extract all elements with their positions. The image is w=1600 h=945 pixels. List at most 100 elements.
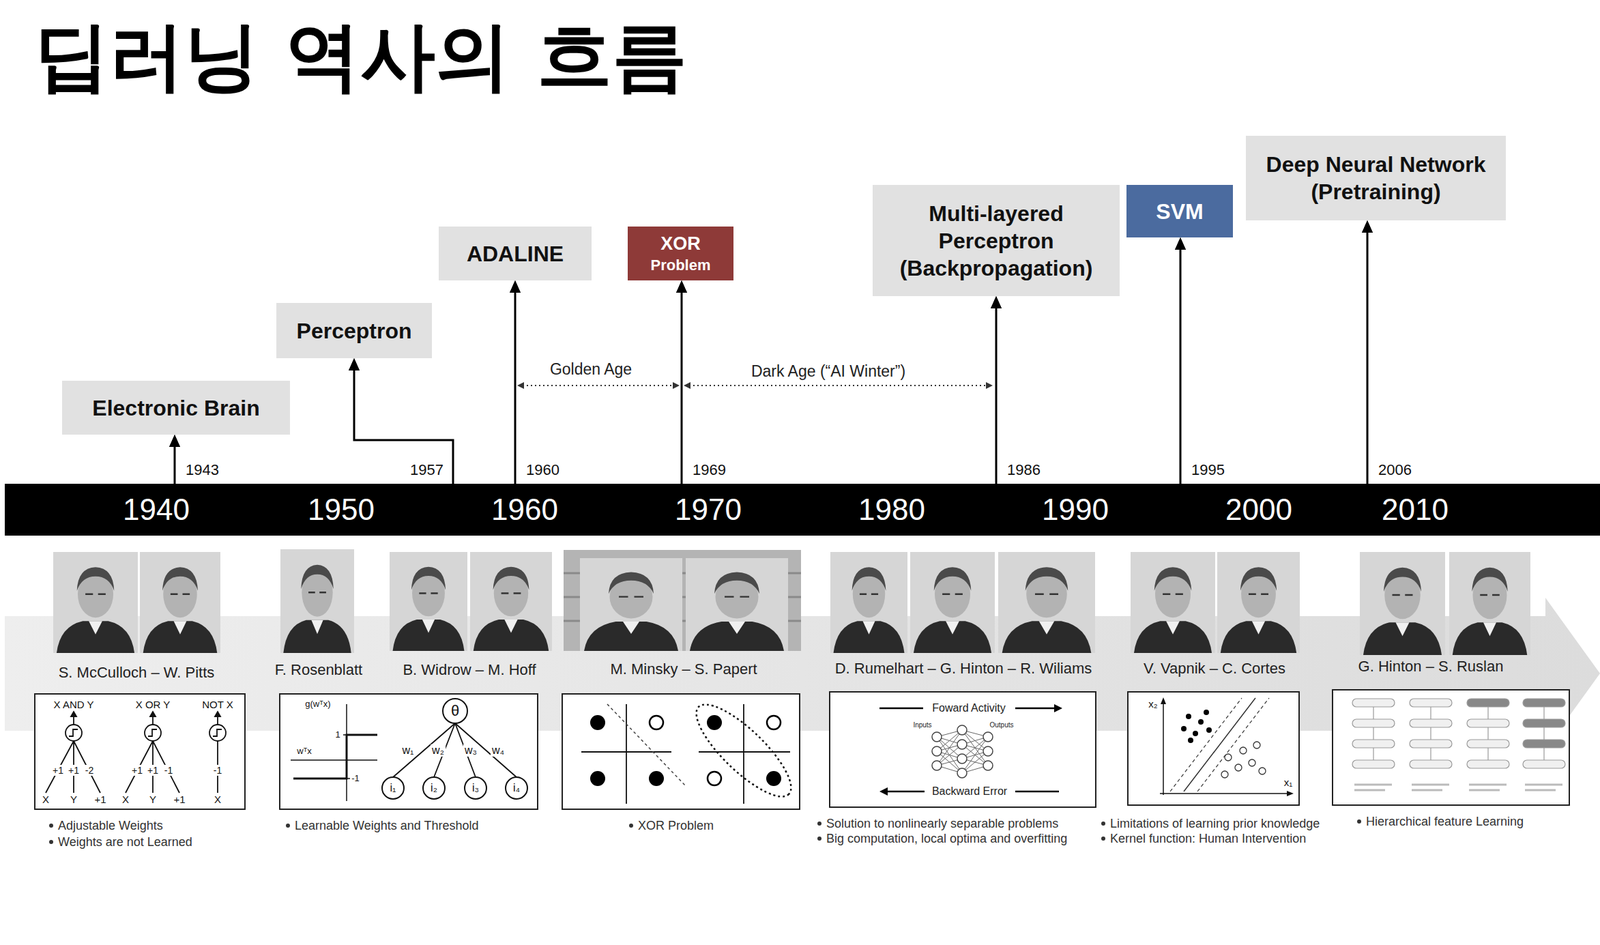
svm-plot [1221, 771, 1229, 778]
axis-label: 1 [333, 730, 342, 741]
milestone-box: SVM [1126, 184, 1233, 238]
backprop-network [957, 768, 967, 778]
threshold-units [144, 724, 162, 741]
svm-plot [1234, 764, 1242, 772]
threshold-units [45, 711, 226, 793]
xor-grids [581, 692, 804, 810]
layer-label: Outputs [989, 721, 1014, 730]
person-name: F. Rosenblatt [274, 661, 363, 679]
era-label: Golden Age [549, 360, 632, 378]
timeline-arrow-line [354, 369, 454, 484]
threshold-units [70, 711, 77, 717]
arrow-head [169, 434, 181, 447]
decade-label: 1990 [1041, 483, 1109, 536]
note: Learnable Weights and Threshold [294, 818, 479, 834]
svm-plot [1170, 697, 1270, 792]
xor-grids [607, 704, 686, 787]
threshold-units [209, 724, 226, 741]
bullet-dot [817, 821, 822, 826]
arrow-head [676, 280, 688, 293]
svm-plot [1203, 709, 1210, 716]
weight-label: -2 [83, 764, 95, 776]
svm-plot [1192, 730, 1199, 737]
panel-frames [279, 693, 538, 810]
decade-label: 2000 [1225, 483, 1293, 536]
portraits [1217, 551, 1300, 653]
axis-label: x₂ [1146, 697, 1159, 710]
backprop-network [932, 760, 942, 771]
box-text: Electronic Brain [92, 394, 260, 422]
perceptron-plot [290, 704, 378, 802]
threshold-units [68, 729, 222, 737]
timeline-bar: 19401950196019701980199020002010 [4, 483, 1600, 536]
dnn-stacks [1354, 784, 1563, 791]
perceptron-plot [393, 723, 517, 778]
arrow-head [509, 280, 521, 293]
backprop-network [879, 704, 1063, 796]
era-spans [522, 384, 988, 387]
svm-plot [1198, 719, 1204, 725]
portraits [139, 551, 221, 653]
arrow-head [509, 280, 521, 293]
bullet-dot [49, 839, 54, 845]
unit-label: X AND Y [52, 698, 96, 711]
xor-grids [648, 771, 664, 787]
arrow-head [990, 296, 1002, 309]
weight-label: -1 [163, 764, 174, 776]
person-name: D. Rumelhart – G. Hinton – R. Wiliams [835, 659, 1093, 677]
year-label: 1957 [410, 461, 444, 479]
svm-plot [1239, 747, 1247, 754]
weight-label: w₂ [430, 744, 446, 757]
person-name: G. Hinton – S. Ruslan [1358, 657, 1504, 675]
svm-plot [1224, 753, 1232, 761]
bullet-dot [629, 823, 634, 828]
year-label: 1995 [1191, 461, 1225, 479]
panel-frames [562, 693, 800, 810]
timeline-arrow-line [1179, 248, 1182, 484]
note: Adjustable Weights [57, 818, 164, 834]
person-name: V. Vapnik – C. Cortes [1143, 659, 1286, 677]
dnn-stacks [1409, 698, 1452, 707]
backprop-network [1054, 704, 1063, 713]
dnn-stacks [1352, 698, 1566, 791]
xor-grids [581, 704, 791, 804]
timeline-arrow [169, 434, 181, 484]
box-text: XOR [660, 232, 701, 256]
note: Solution to nonlinearly separable proble… [826, 816, 1059, 832]
input-label: +1 [92, 793, 108, 806]
threshold-units [73, 715, 218, 725]
threshold-units [45, 740, 218, 793]
portraits [1449, 551, 1531, 656]
layer-label: Inputs [912, 721, 932, 730]
weight-label: w₃ [463, 744, 479, 757]
perceptron-plot [464, 777, 487, 799]
timeline-arrow [1361, 220, 1373, 484]
dnn-stacks [1466, 739, 1510, 748]
threshold-symbol: θ [449, 702, 461, 720]
decade-label: 1970 [674, 483, 742, 536]
svm-plot [1286, 790, 1294, 797]
panel-frames [1127, 691, 1300, 806]
box-text: SVM [1155, 197, 1203, 226]
box-text: ADALINE [466, 240, 564, 268]
input-label: i₃ [470, 781, 481, 795]
panel-frames [829, 691, 1096, 808]
bullet-dot [49, 823, 54, 828]
dnn-stacks [1522, 739, 1566, 748]
xor-grids [766, 771, 782, 787]
milestone-box: Deep Neural Network (Pretraining) [1245, 135, 1506, 221]
milestone-box: ADALINE [438, 226, 592, 281]
portraits [1359, 551, 1446, 656]
decade-label: 1940 [122, 483, 190, 536]
era-spans [683, 382, 691, 389]
box-text: Problem [650, 255, 711, 275]
xor-grids [649, 715, 664, 730]
threshold-units [65, 724, 82, 741]
svm-plot [1159, 697, 1294, 797]
timeline-arrow [509, 280, 521, 484]
input-label: i₄ [511, 781, 522, 795]
year-label: 1969 [692, 461, 726, 479]
input-label: i₁ [388, 781, 398, 795]
year-label: 1986 [1007, 461, 1041, 479]
timeline-arrow [1174, 237, 1186, 484]
